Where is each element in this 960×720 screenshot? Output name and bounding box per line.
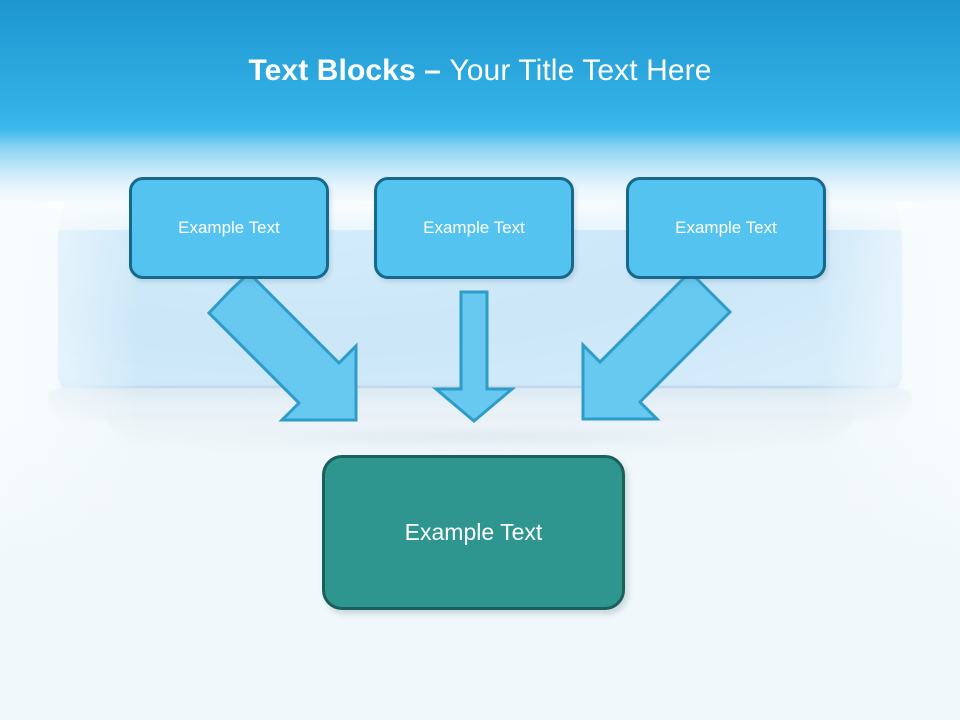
diagram-node-top-1[interactable]: Example Text xyxy=(129,177,329,279)
diagram-node-top-1-label: Example Text xyxy=(178,218,280,237)
page-title: Text Blocks – Your Title Text Here xyxy=(0,52,960,90)
diagram-node-top-3[interactable]: Example Text xyxy=(626,177,826,279)
page-title-bold: Text Blocks – xyxy=(248,54,450,87)
page-title-light: Your Title Text Here xyxy=(449,54,712,87)
diagram-node-bottom[interactable]: Example Text xyxy=(322,455,625,610)
header-band xyxy=(0,0,960,129)
diagram-node-top-3-label: Example Text xyxy=(675,218,777,237)
diagram-node-top-2-label: Example Text xyxy=(423,218,525,237)
diagram-node-top-2[interactable]: Example Text xyxy=(374,177,574,279)
diagram-node-bottom-label: Example Text xyxy=(404,519,543,545)
